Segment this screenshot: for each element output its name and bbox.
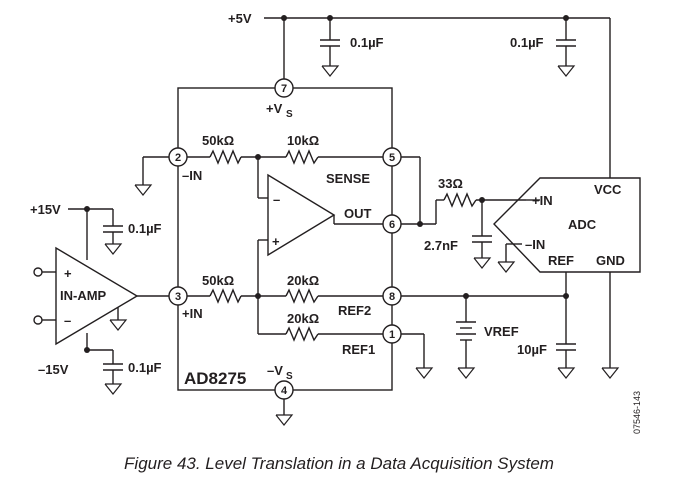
ground-icon (104, 383, 123, 395)
cap-5v-b-value: 0.1µF (510, 35, 544, 50)
svg-text:1: 1 (389, 329, 395, 341)
ground-icon (473, 257, 492, 269)
svg-text:+: + (272, 234, 280, 249)
vs-minus-label: –V (267, 363, 283, 378)
svg-text:S: S (286, 371, 293, 382)
in-amp-label: IN-AMP (60, 288, 107, 303)
ground-icon (557, 65, 576, 77)
ground-icon (457, 367, 476, 379)
adc-ref-label: REF (548, 253, 574, 268)
svg-text:20kΩ: 20kΩ (287, 273, 319, 288)
cap-5v-b: 0.1µF (510, 18, 576, 77)
resistor-ref2 (285, 288, 319, 304)
resistor-33ohm (443, 192, 477, 208)
plus15-cap-value: 0.1µF (128, 221, 162, 236)
plus15v-label: +15V (30, 202, 61, 217)
svg-text:S: S (286, 109, 293, 120)
svg-text:4: 4 (281, 385, 288, 397)
ref2-label: REF2 (338, 303, 371, 318)
ground-icon (497, 261, 516, 273)
svg-text:5: 5 (389, 152, 395, 164)
ad8275-part-name: AD8275 (184, 369, 246, 388)
ground-icon (601, 367, 620, 379)
figure-caption: Figure 43. Level Translation in a Data A… (124, 454, 554, 473)
svg-text:8: 8 (389, 291, 395, 303)
plus-in-label: +IN (182, 306, 203, 321)
svg-text:–: – (273, 192, 280, 207)
ground-icon (134, 184, 153, 196)
sense-label: SENSE (326, 171, 370, 186)
svg-text:2: 2 (175, 152, 181, 164)
out-label: OUT (344, 206, 372, 221)
minus15v-label: –15V (38, 362, 69, 377)
ground-icon (557, 367, 576, 379)
adc-minus-in-label: –IN (525, 237, 545, 252)
in-amp-block: IN-AMP + – +15V 0.1µF –15V 0.1µF (30, 202, 169, 395)
adc-block: +IN –IN ADC VCC GND REF (493, 177, 641, 379)
ground-icon (275, 414, 294, 426)
resistor-ref1 (285, 326, 319, 342)
ground-icon (104, 243, 123, 255)
pin-7 (274, 78, 294, 98)
plus5v-rail: +5V (228, 11, 611, 178)
ad8275-package: AD8275 7 +V S 4 –V S 2 –IN 3 +IN 5 SENSE… (134, 78, 402, 426)
minus15-cap-value: 0.1µF (128, 360, 162, 375)
ground-icon (109, 319, 128, 331)
svg-text:20kΩ: 20kΩ (287, 311, 319, 326)
resistor-in-plus (209, 288, 242, 304)
minus-in-label: –IN (182, 168, 202, 183)
internal-opamp (267, 173, 336, 257)
svg-text:3: 3 (175, 291, 181, 303)
svg-text:7: 7 (281, 83, 287, 95)
plus5v-label: +5V (228, 11, 252, 26)
adc-vcc-label: VCC (594, 182, 622, 197)
vref-label: VREF (484, 324, 519, 339)
in-amp-plus-terminal (33, 267, 43, 277)
filter-resistor-value: 33Ω (438, 176, 463, 191)
ref1-label: REF1 (342, 342, 375, 357)
ground-icon (415, 367, 434, 379)
ground-icon (321, 65, 340, 77)
adc-label: ADC (568, 217, 597, 232)
figure-id: 07546-143 (632, 391, 642, 434)
vs-plus-label: +V (266, 101, 283, 116)
adc-plus-in-label: +IN (532, 193, 553, 208)
svg-text:50kΩ: 50kΩ (202, 273, 234, 288)
filter-cap-value: 2.7nF (424, 238, 458, 253)
svg-text:–: – (64, 313, 71, 328)
in-amp-minus-terminal (33, 315, 43, 325)
svg-text:10kΩ: 10kΩ (287, 133, 319, 148)
in-amp-outline (55, 246, 139, 346)
svg-text:+: + (64, 266, 72, 281)
cap-5v-a: 0.1µF (320, 18, 384, 77)
output-wiring: 33Ω 2.7nF VREF 10µF (401, 156, 576, 379)
cap-5v-a-value: 0.1µF (350, 35, 384, 50)
svg-text:50kΩ: 50kΩ (202, 133, 234, 148)
adc-outline (493, 177, 641, 273)
svg-text:6: 6 (389, 219, 395, 231)
adc-gnd-label: GND (596, 253, 625, 268)
ref-cap-value: 10µF (517, 342, 547, 357)
resistor-in-minus (209, 149, 242, 165)
internal-network: 50kΩ 10kΩ – + 50kΩ 20kΩ 20kΩ (187, 133, 383, 342)
resistor-sense (285, 149, 319, 165)
